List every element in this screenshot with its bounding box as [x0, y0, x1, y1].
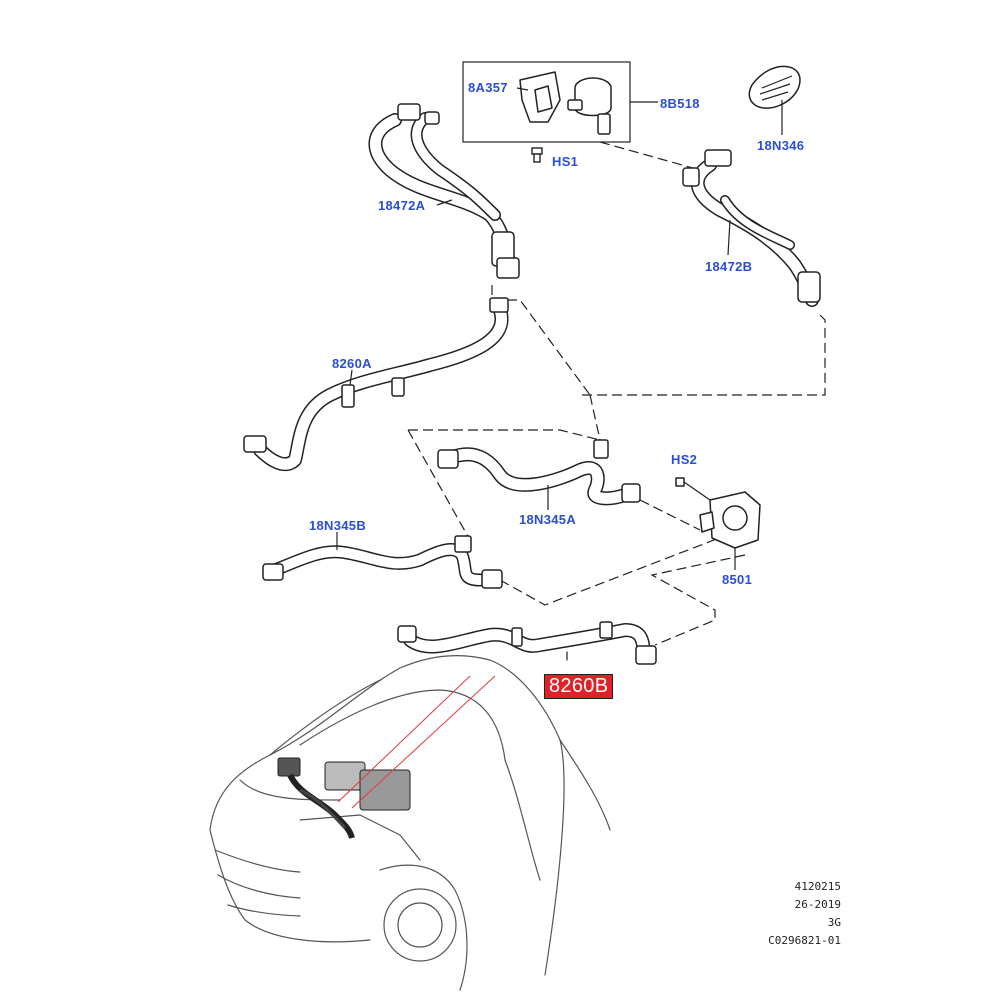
dash-18472A-down [491, 285, 591, 396]
dash-box-to-18472B [599, 141, 701, 171]
label-8B518: 8B518 [660, 96, 700, 111]
label-HS2: HS2 [671, 452, 698, 467]
label-18N346: 18N346 [757, 138, 805, 153]
engine-bay-detail [277, 757, 411, 839]
label-8A357: 8A357 [468, 80, 508, 95]
ref-line-1: 4120215 [794, 880, 841, 893]
ref-line-4: C0296821-01 [768, 934, 841, 947]
label-8260A: 8260A [332, 356, 372, 371]
bracket-and-pump [519, 71, 612, 135]
label-18472A: 18472A [378, 198, 426, 213]
screw-HS1 [531, 147, 543, 163]
callout-lines [337, 675, 496, 809]
dash-18472B-return [580, 314, 826, 396]
hose-8260B [397, 621, 657, 665]
label-HS1: HS1 [552, 154, 579, 169]
hose-18N345A [437, 439, 641, 506]
dash-to-18N345A [589, 394, 601, 441]
label-8260B-highlighted: 8260B [544, 674, 614, 699]
pump-8501 [675, 477, 761, 549]
dash-to-8501 [639, 499, 701, 531]
hose-18N345B [262, 535, 503, 589]
hose-18472A [368, 103, 520, 279]
dashed-connections [407, 141, 826, 646]
ref-line-3: 3G [827, 916, 841, 929]
label-18472B: 18472B [705, 259, 753, 274]
dash-left-diag [407, 429, 471, 541]
label-18N345B: 18N345B [309, 518, 367, 533]
dash-top-group [408, 429, 601, 441]
hose-8260A [243, 297, 509, 472]
label-8501: 8501 [722, 572, 753, 587]
grommet-18N346 [748, 65, 801, 109]
label-18N345A: 18N345A [519, 512, 577, 527]
vehicle-car-outline-icon [209, 655, 611, 991]
dash-8501-to-8260B [650, 554, 746, 646]
dash-lower-group [499, 529, 741, 606]
hose-18472B [682, 149, 821, 307]
label-leaders [336, 87, 783, 570]
ref-line-2: 26-2019 [794, 898, 841, 911]
